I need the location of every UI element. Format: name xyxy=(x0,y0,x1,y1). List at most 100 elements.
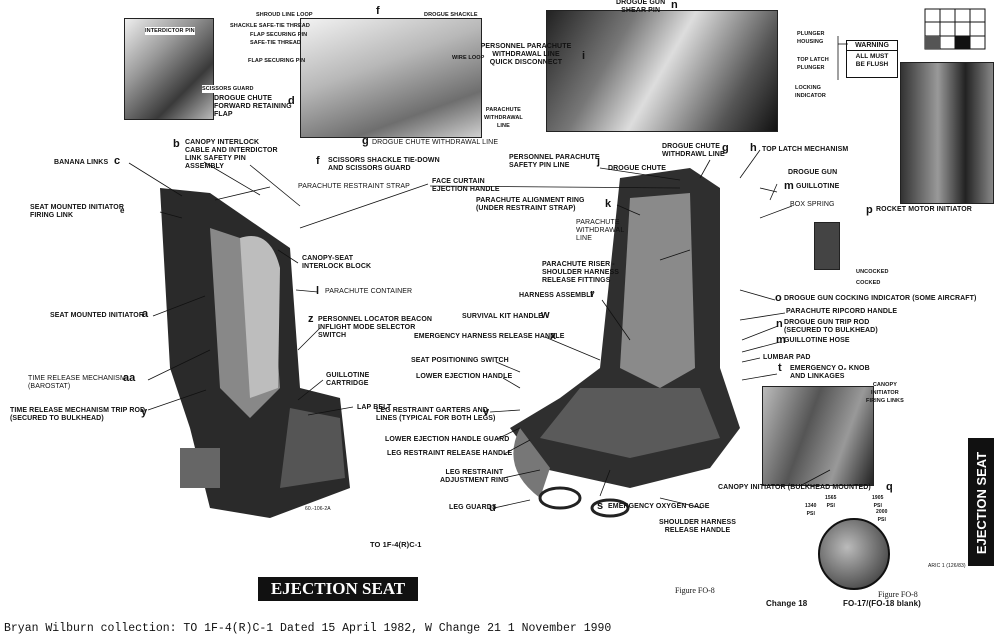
inset-photo-interdictor xyxy=(124,18,214,120)
figure-label-b: Figure FO-8 xyxy=(878,590,918,599)
letter-w: w xyxy=(541,309,550,321)
letter-k: k xyxy=(605,198,612,210)
letter-m2: m xyxy=(776,334,786,346)
callout-harness-assembly: HARNESS ASSEMBLY xyxy=(519,292,595,299)
callout-banana-links: BANANA LINKS xyxy=(54,159,109,166)
print-code: ARIC 1 (126/83) xyxy=(928,563,966,569)
inset-photo-canopy-initiator xyxy=(762,386,874,486)
callout-emergency-harness-release: EMERGENCY HARNESS RELEASE HANDLE xyxy=(414,333,565,340)
side-title-block xyxy=(968,438,994,566)
callout-canopy-interlock-cable: CANOPY INTERLOCK CABLE AND INTERDICTOR L… xyxy=(185,139,278,170)
part-number: 60.-106-2A xyxy=(305,506,331,512)
callout-parachute-withdrawal-line: PARACHUTE WITHDRAWAL LINE xyxy=(576,219,625,242)
inset-photo-rocket-motor xyxy=(900,62,994,204)
label-flap-pin: FLAP SECURING PIN xyxy=(248,58,306,64)
letter-t: t xyxy=(778,362,782,374)
callout-drogue-gun-trip-rod: DROGUE GUN TRIP ROD (SECURED TO BULKHEAD… xyxy=(784,319,878,334)
callout-parachute-riser: PARACHUTE RISER - SHOULDER HARNESS RELEA… xyxy=(542,261,620,284)
emergency-oxygen-gauge-dial xyxy=(818,518,890,590)
callout-scissors-shackle: SCISSORS SHACKLE TIE-DOWN AND SCISSORS G… xyxy=(328,157,440,172)
callout-box-spring: BOX SPRING xyxy=(790,201,835,208)
inset-photo-cocking-indicator xyxy=(814,222,840,270)
callout-seat-mounted-initiator: SEAT MOUNTED INITIATOR xyxy=(50,312,144,319)
letter-f-mid: f xyxy=(316,155,320,167)
label-top-latch-plunger: TOP LATCH PLUNGER xyxy=(797,57,829,71)
callout-parachute-alignment-ring: PARACHUTE ALIGNMENT RING (UNDER RESTRAIN… xyxy=(476,197,585,212)
inset-photo-top-latch xyxy=(546,10,778,132)
to-number: TO 1F-4(R)C-1 xyxy=(370,540,422,549)
callout-parachute-container: PARACHUTE CONTAINER xyxy=(325,288,413,295)
letter-aa: aa xyxy=(123,372,136,384)
callout-canopy-seat-interlock: CANOPY-SEAT INTERLOCK BLOCK xyxy=(302,255,372,270)
callout-emergency-oxygen-gage: EMERGENCY OXYGEN GAGE xyxy=(608,503,710,510)
callout-lap-belt: LAP BELT xyxy=(357,404,392,411)
callout-personnel-parachute-quick-disconnect: PERSONNEL PARACHUTE WITHDRAWAL LINE QUIC… xyxy=(480,43,572,66)
seat-front-view-illustration xyxy=(510,168,740,518)
letter-o: o xyxy=(775,292,782,304)
letter-l: l xyxy=(316,285,320,297)
letter-b: b xyxy=(173,138,180,150)
callout-personnel-parachute-safety-pin-line: PERSONNEL PARACHUTE SAFETY PIN LINE xyxy=(509,154,600,169)
letter-c: c xyxy=(114,155,121,167)
callout-drogue-chute-withdrawal-line-inset: DROGUE CHUTE WITHDRAWAL LINE xyxy=(372,139,499,146)
letter-j: j xyxy=(597,155,601,167)
figure-label-a: Figure FO-8 xyxy=(675,586,715,595)
letter-z: z xyxy=(308,313,314,325)
callout-drogue-chute-withdrawal-line: DROGUE CHUTE WITHDRAWL LINE xyxy=(662,143,725,158)
label-flap-pin-thread: FLAP SECURING PIN SAFE-TIE THREAD xyxy=(250,32,308,46)
label-wire-loop: WIRE LOOP xyxy=(452,55,485,61)
callout-survival-kit-handle: SURVIVAL KIT HANDLE xyxy=(462,313,543,320)
letter-v: v xyxy=(483,406,490,418)
index-grid-icon xyxy=(924,8,986,50)
callout-guillotine-top: GUILLOTINE xyxy=(796,183,840,190)
callout-parachute-restraint-strap: PARACHUTE RESTRAINT STRAP xyxy=(298,183,410,190)
fo-pages: FO-17/(FO-18 blank) xyxy=(843,599,921,608)
letter-g-inset: g xyxy=(362,135,369,147)
label-interdictor-pin: INTERDICTOR PIN xyxy=(145,27,195,35)
letter-n-mid: n xyxy=(776,318,783,330)
callout-seat-positioning-switch: SEAT POSITIONING SWITCH xyxy=(411,357,509,364)
letter-p: p xyxy=(866,204,873,216)
label-inset-parachute-withdrawal-line: PARACHUTE WITHDRAWAL LINE xyxy=(484,107,523,129)
callout-lower-ejection-handle-guard: LOWER EJECTION HANDLE GUARD xyxy=(385,436,510,443)
label-cocked: COCKED xyxy=(856,280,881,286)
letter-x: x xyxy=(550,330,557,342)
label-shackle-safe-tie: SHACKLE SAFE-TIE THREAD xyxy=(230,23,310,29)
callout-parachute-ripcord-handle: PARACHUTE RIPCORD HANDLE xyxy=(786,308,898,315)
label-uncocked: UNCOCKED xyxy=(856,269,889,275)
callout-leg-restraint-adjustment-ring: LEG RESTRAINT ADJUSTMENT RING xyxy=(440,469,509,484)
label-plunger-housing: PLUNGER HOUSING xyxy=(797,31,825,45)
letter-e: e xyxy=(120,206,125,215)
callout-drogue-chute: DROGUE CHUTE xyxy=(608,165,666,172)
callout-top-latch-mechanism: TOP LATCH MECHANISM xyxy=(762,146,849,153)
label-psi-2000: 2000 PSI xyxy=(876,509,888,523)
letter-q: q xyxy=(886,481,893,493)
letter-a: a xyxy=(142,308,149,320)
callout-leg-restraint-release-handle: LEG RESTRAINT RELEASE HANDLE xyxy=(387,450,513,457)
callout-shoulder-harness-release: SHOULDER HARNESS RELEASE HANDLE xyxy=(659,519,737,534)
change-number: Change 18 xyxy=(766,599,808,608)
callout-drogue-chute-forward-retaining-flap: DROGUE CHUTE FORWARD RETAINING FLAP xyxy=(214,95,292,118)
letter-u: u xyxy=(489,502,496,514)
callout-leg-guards: LEG GUARDS xyxy=(449,504,497,511)
callout-seat-mounted-initiator-firing-link: SEAT MOUNTED INITIATOR FIRING LINK xyxy=(30,204,124,219)
label-psi-1340: 1340 PSI xyxy=(805,503,817,517)
callout-lumbar-pad: LUMBAR PAD xyxy=(763,354,811,361)
callout-emergency-o2-knob: EMERGENCY O₂ KNOB AND LINKAGES xyxy=(790,365,870,380)
callout-drogue-gun: DROGUE GUN xyxy=(788,169,838,176)
collection-caption: Bryan Wilburn collection: TO 1F-4(R)C-1 … xyxy=(4,622,612,635)
ejection-seat-banner: EJECTION SEAT xyxy=(258,577,418,601)
callout-time-release-mechanism: TIME RELEASE MECHANISM (BAROSTAT) xyxy=(28,375,126,390)
label-drogue-shackle: DROGUE SHACKLE xyxy=(424,12,478,18)
letter-f-top: f xyxy=(376,5,380,17)
warning-box: WARNING ALL MUST BE FLUSH xyxy=(846,40,898,78)
label-locking-indicator: LOCKING INDICATOR xyxy=(795,85,826,99)
letter-y: y xyxy=(141,406,148,418)
callout-lower-ejection-handle: LOWER EJECTION HANDLE xyxy=(416,373,513,380)
letter-m1: m xyxy=(784,180,794,192)
label-psi-1905: 1905 PSI xyxy=(872,495,884,509)
callout-time-release-trip-rod: TIME RELEASE MECHANISM TRIP ROD (SECURED… xyxy=(10,407,146,422)
label-psi-1565: 1565 PSI xyxy=(825,495,837,509)
warning-text: ALL MUST BE FLUSH xyxy=(855,53,889,68)
